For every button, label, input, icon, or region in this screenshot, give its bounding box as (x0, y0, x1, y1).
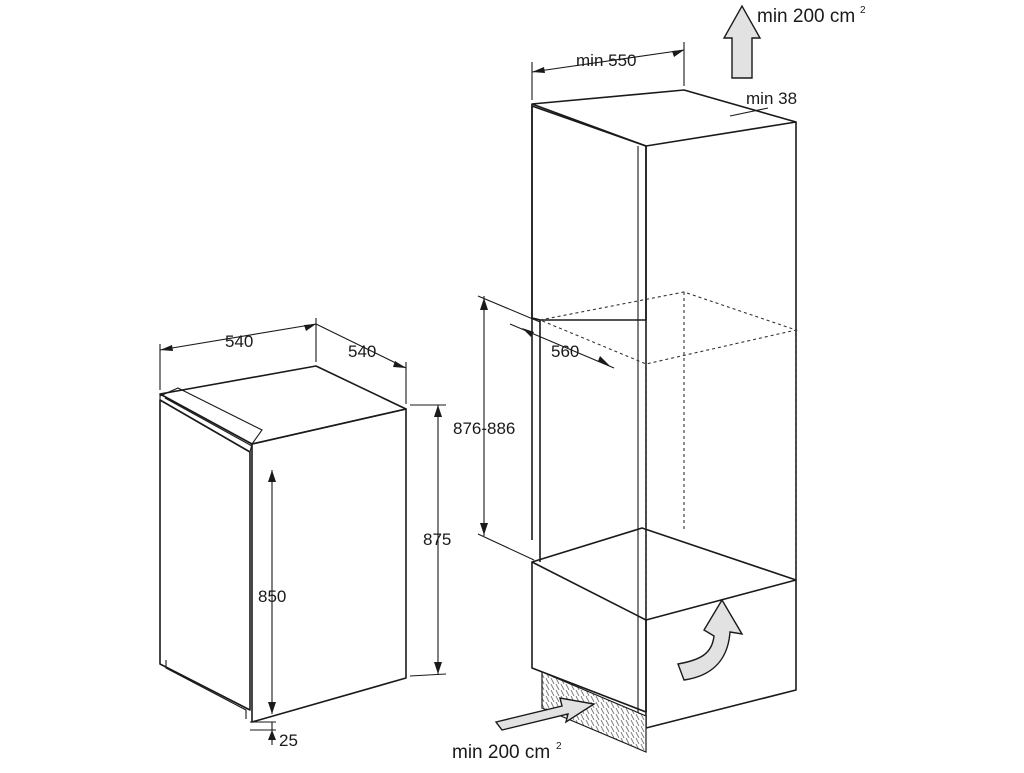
airflow-in-arrow (494, 697, 596, 731)
fridge-height-label: 875 (423, 530, 451, 549)
fridge-side-face (251, 408, 407, 723)
plinth-label: 25 (279, 731, 298, 750)
niche-depth-label: 560 (551, 342, 579, 361)
niche-height-label: 876-886 (453, 419, 515, 438)
vent-bottom-sup: 2 (556, 741, 562, 752)
cabinet (531, 89, 799, 753)
vent-top-label: min 200 cm (757, 6, 855, 27)
door-height-label: 850 (258, 587, 286, 606)
airflow-rising-arrow (677, 598, 744, 681)
airflow-arrows (494, 4, 762, 731)
vent-top-sup: 2 (860, 5, 866, 16)
fridge-width-label: 540 (225, 332, 253, 351)
vent-labels: min 200 cm 2 min 200 cm 2 (452, 5, 866, 763)
fridge-plinth (165, 660, 247, 719)
airflow-out-arrow (722, 4, 762, 79)
cabinet-width-label: min 550 (576, 51, 636, 70)
fridge-depth-label: 540 (348, 342, 376, 361)
top-gap-label: min 38 (746, 89, 797, 108)
fridge-dimensions: 540 540 875 850 25 (159, 318, 451, 750)
vent-bottom-label: min 200 cm (452, 742, 550, 763)
ventilation-grille (541, 671, 647, 753)
cabinet-dimensions: min 550 min 38 876-886 560 (453, 42, 797, 561)
fridge-top-face (159, 365, 407, 445)
fridge-door (159, 399, 251, 711)
fridge-unit (159, 365, 407, 723)
